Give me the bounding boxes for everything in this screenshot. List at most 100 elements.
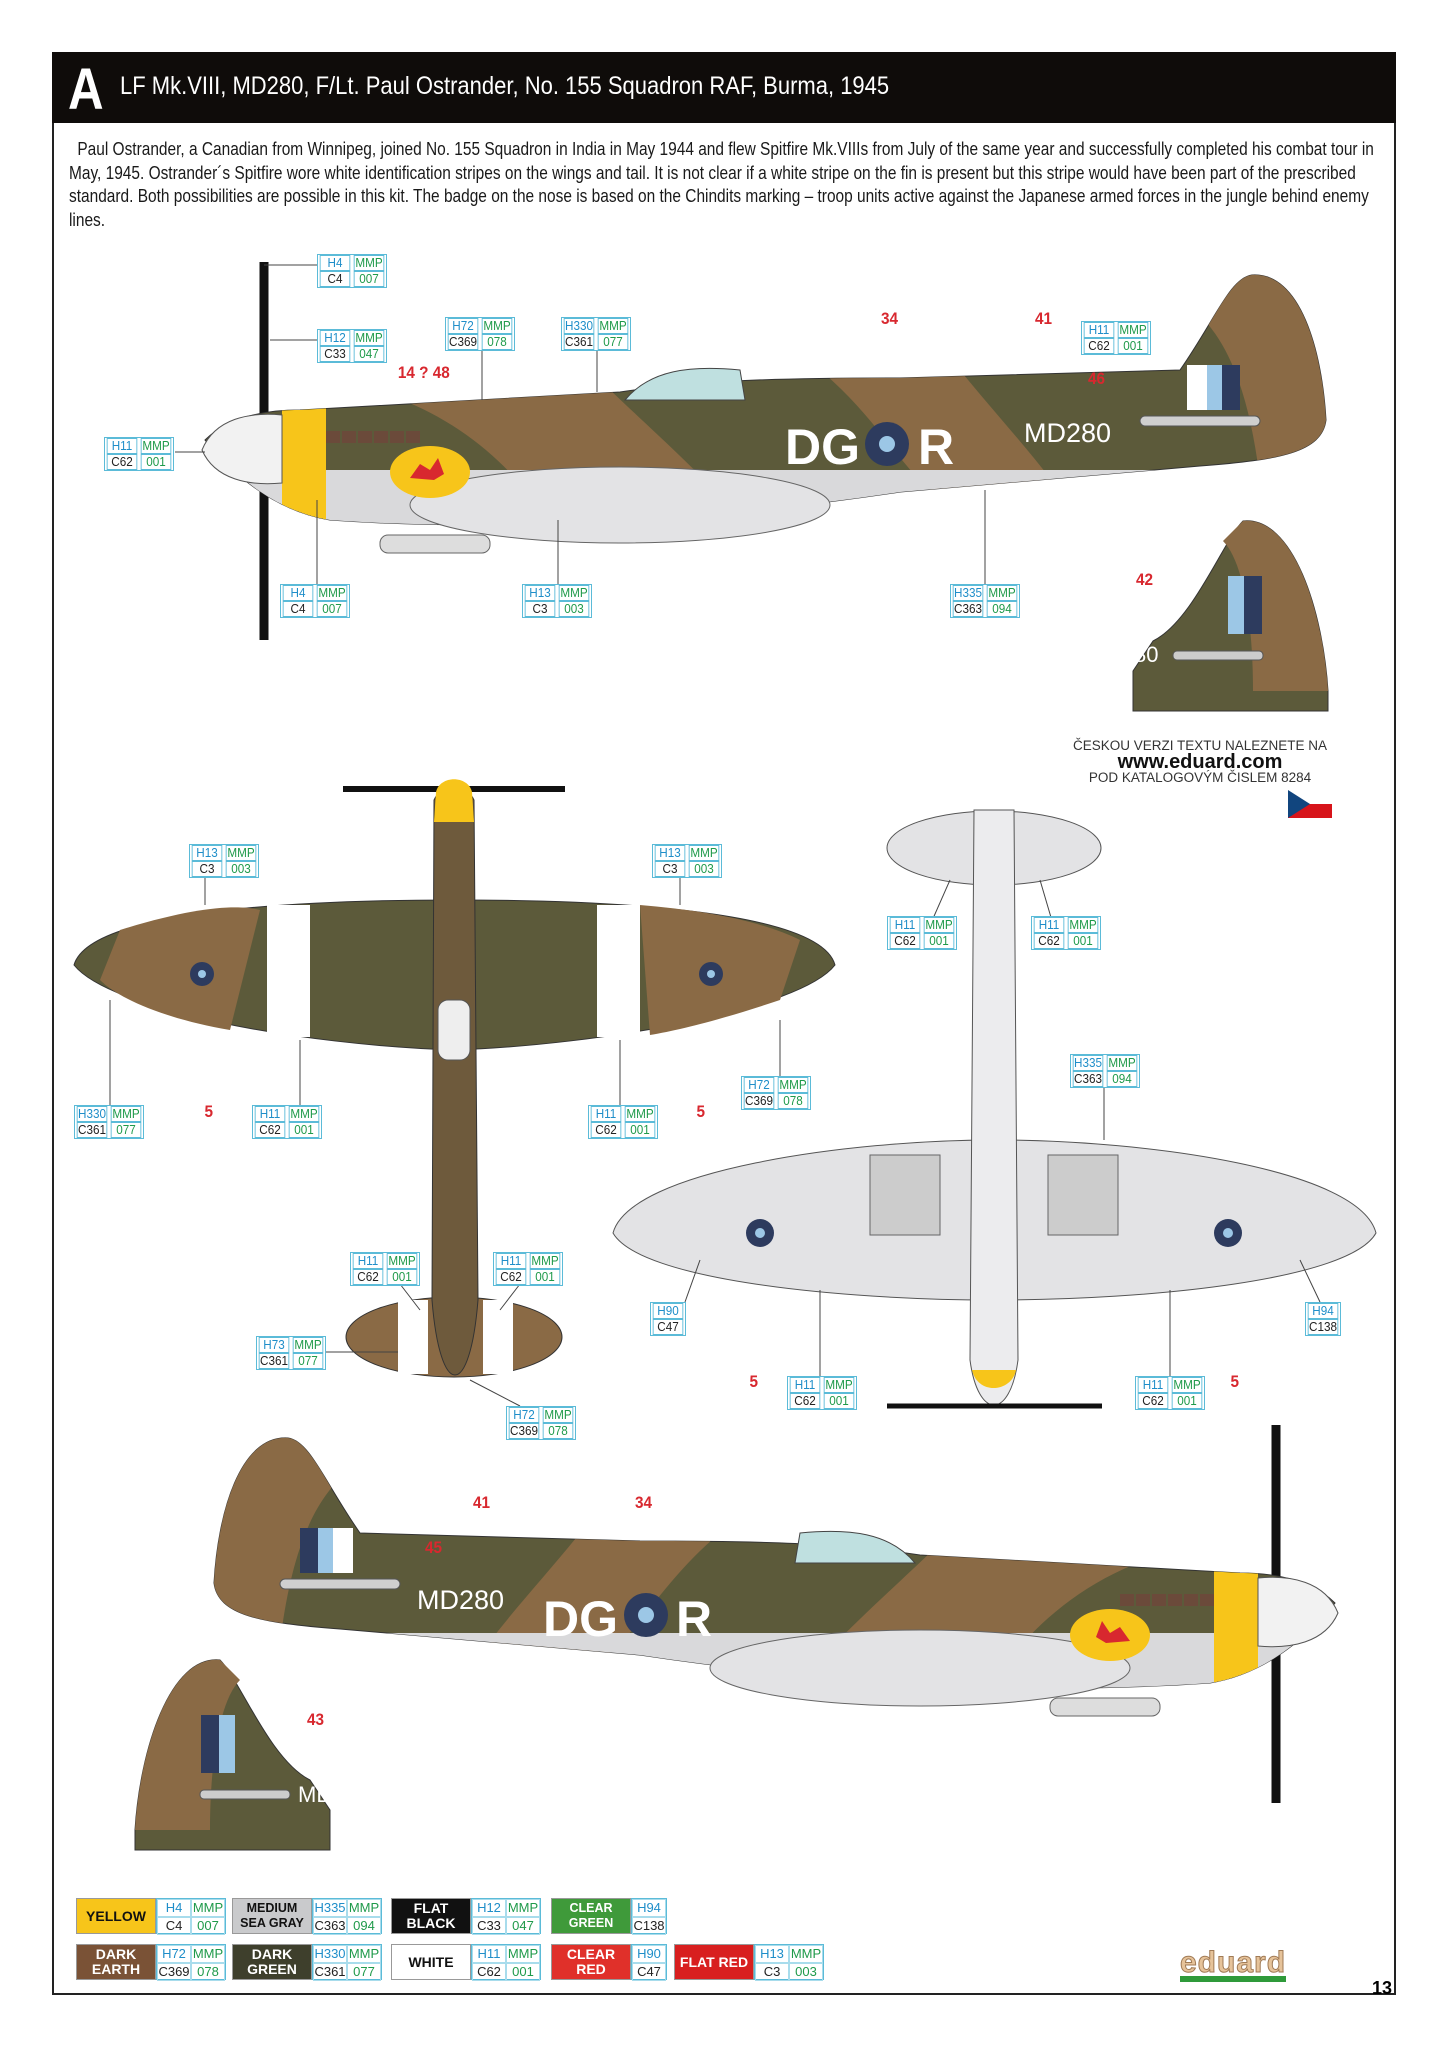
decal-number: 41 bbox=[1034, 309, 1052, 328]
legend-code-c: C33 bbox=[472, 1917, 506, 1935]
callout-mmp: MMP bbox=[481, 318, 513, 334]
legend-code-num: 094 bbox=[347, 1917, 381, 1935]
callout-c: C3 bbox=[191, 861, 223, 877]
callout-c: C62 bbox=[889, 933, 921, 949]
side-view-left bbox=[200, 262, 1340, 640]
callout-mmp: MMP bbox=[597, 318, 629, 334]
top-view bbox=[73, 779, 836, 1378]
callout-h: H13 bbox=[524, 585, 556, 601]
callout-h: H11 bbox=[106, 438, 138, 454]
legend-code-h: H4 bbox=[157, 1899, 191, 1917]
legend-code-mmp: MMP bbox=[506, 1945, 540, 1963]
legend-code-mmp: MMP bbox=[506, 1899, 540, 1917]
color-swatch: YELLOW bbox=[76, 1898, 156, 1934]
serial-partial-lower: MD bbox=[298, 1782, 333, 1807]
callout-mmp: MMP bbox=[1171, 1377, 1203, 1393]
callout-h: H11 bbox=[352, 1253, 384, 1269]
legend-code-h: H330 bbox=[313, 1945, 347, 1963]
decal-number: 46 bbox=[1087, 369, 1105, 388]
callout-c: C62 bbox=[352, 1269, 384, 1285]
callout-num: 001 bbox=[1171, 1393, 1203, 1409]
legend-code-num: 003 bbox=[789, 1963, 823, 1981]
callout-mmp: MMP bbox=[292, 1337, 324, 1353]
fin-detail-right bbox=[1132, 520, 1329, 712]
code-letters-left: DG bbox=[785, 419, 860, 475]
legend-code-mmp: MMP bbox=[191, 1899, 225, 1917]
serial-left: MD280 bbox=[1024, 418, 1112, 448]
side-view-right bbox=[200, 1425, 1340, 1803]
leader-line bbox=[684, 1259, 701, 1303]
callout-c: C369 bbox=[508, 1423, 540, 1439]
callout-mmp: MMP bbox=[288, 1106, 320, 1122]
callout-h: H13 bbox=[654, 845, 686, 861]
callout-c: C33 bbox=[319, 346, 351, 362]
decal-number: 42 bbox=[1135, 570, 1153, 589]
callout-c: C62 bbox=[1033, 933, 1065, 949]
callout-num: 001 bbox=[288, 1122, 320, 1138]
callout-num: 078 bbox=[481, 334, 513, 350]
legend-code-c: C62 bbox=[472, 1963, 506, 1981]
leader-line bbox=[1299, 1259, 1321, 1303]
callout-num: 003 bbox=[688, 861, 720, 877]
callout-mmp: MMP bbox=[823, 1377, 855, 1393]
callout-h: H335 bbox=[1072, 1055, 1104, 1071]
callout-mmp: MMP bbox=[386, 1253, 418, 1269]
czech-note-url[interactable]: www.eduard.com bbox=[1117, 751, 1283, 773]
decal-number: 34 bbox=[880, 309, 898, 328]
decal-number: 43 bbox=[306, 1710, 324, 1729]
callout-h: H12 bbox=[319, 330, 351, 346]
callout-c: C3 bbox=[654, 861, 686, 877]
callout-num: 078 bbox=[542, 1423, 574, 1439]
legend-code-mmp: MMP bbox=[347, 1899, 381, 1917]
serial-right: MD280 bbox=[417, 1585, 505, 1615]
profile-letter: A bbox=[68, 57, 104, 122]
leader-line bbox=[499, 1283, 521, 1311]
callout-h: H72 bbox=[743, 1077, 775, 1093]
decal-number: 5 bbox=[1230, 1372, 1239, 1391]
callout-h: H11 bbox=[1033, 917, 1065, 933]
callout-num: 001 bbox=[823, 1393, 855, 1409]
callout-num: 003 bbox=[225, 861, 257, 877]
czech-note: ČESKOU VERZI TEXTU NALEZNETE NA www.edua… bbox=[1060, 738, 1340, 786]
legend-code-c: C138 bbox=[632, 1917, 666, 1935]
legend-code-num: 001 bbox=[506, 1963, 540, 1981]
callout-num: 078 bbox=[777, 1093, 809, 1109]
callout-mmp: MMP bbox=[1106, 1055, 1138, 1071]
callout-num: 007 bbox=[316, 601, 348, 617]
callout-h: H11 bbox=[1083, 322, 1115, 338]
callout-h: H11 bbox=[254, 1106, 286, 1122]
decal-number: 5 bbox=[749, 1372, 758, 1391]
callout-h: H94 bbox=[1307, 1303, 1339, 1319]
callout-c: C62 bbox=[106, 454, 138, 470]
callout-h: H11 bbox=[495, 1253, 527, 1269]
callout-c: C47 bbox=[652, 1319, 684, 1335]
legend-code-c: C3 bbox=[755, 1963, 789, 1981]
legend-code-num: 078 bbox=[191, 1963, 225, 1981]
callout-mmp: MMP bbox=[688, 845, 720, 861]
callout-c: C361 bbox=[258, 1353, 290, 1369]
legend-code-num: 007 bbox=[191, 1917, 225, 1935]
callout-num: 047 bbox=[353, 346, 385, 362]
callout-h: H4 bbox=[282, 585, 314, 601]
callout-h: H90 bbox=[652, 1303, 684, 1319]
eduard-logo: eduard bbox=[1179, 1947, 1287, 1982]
code-letters-right: DG bbox=[543, 1591, 618, 1647]
